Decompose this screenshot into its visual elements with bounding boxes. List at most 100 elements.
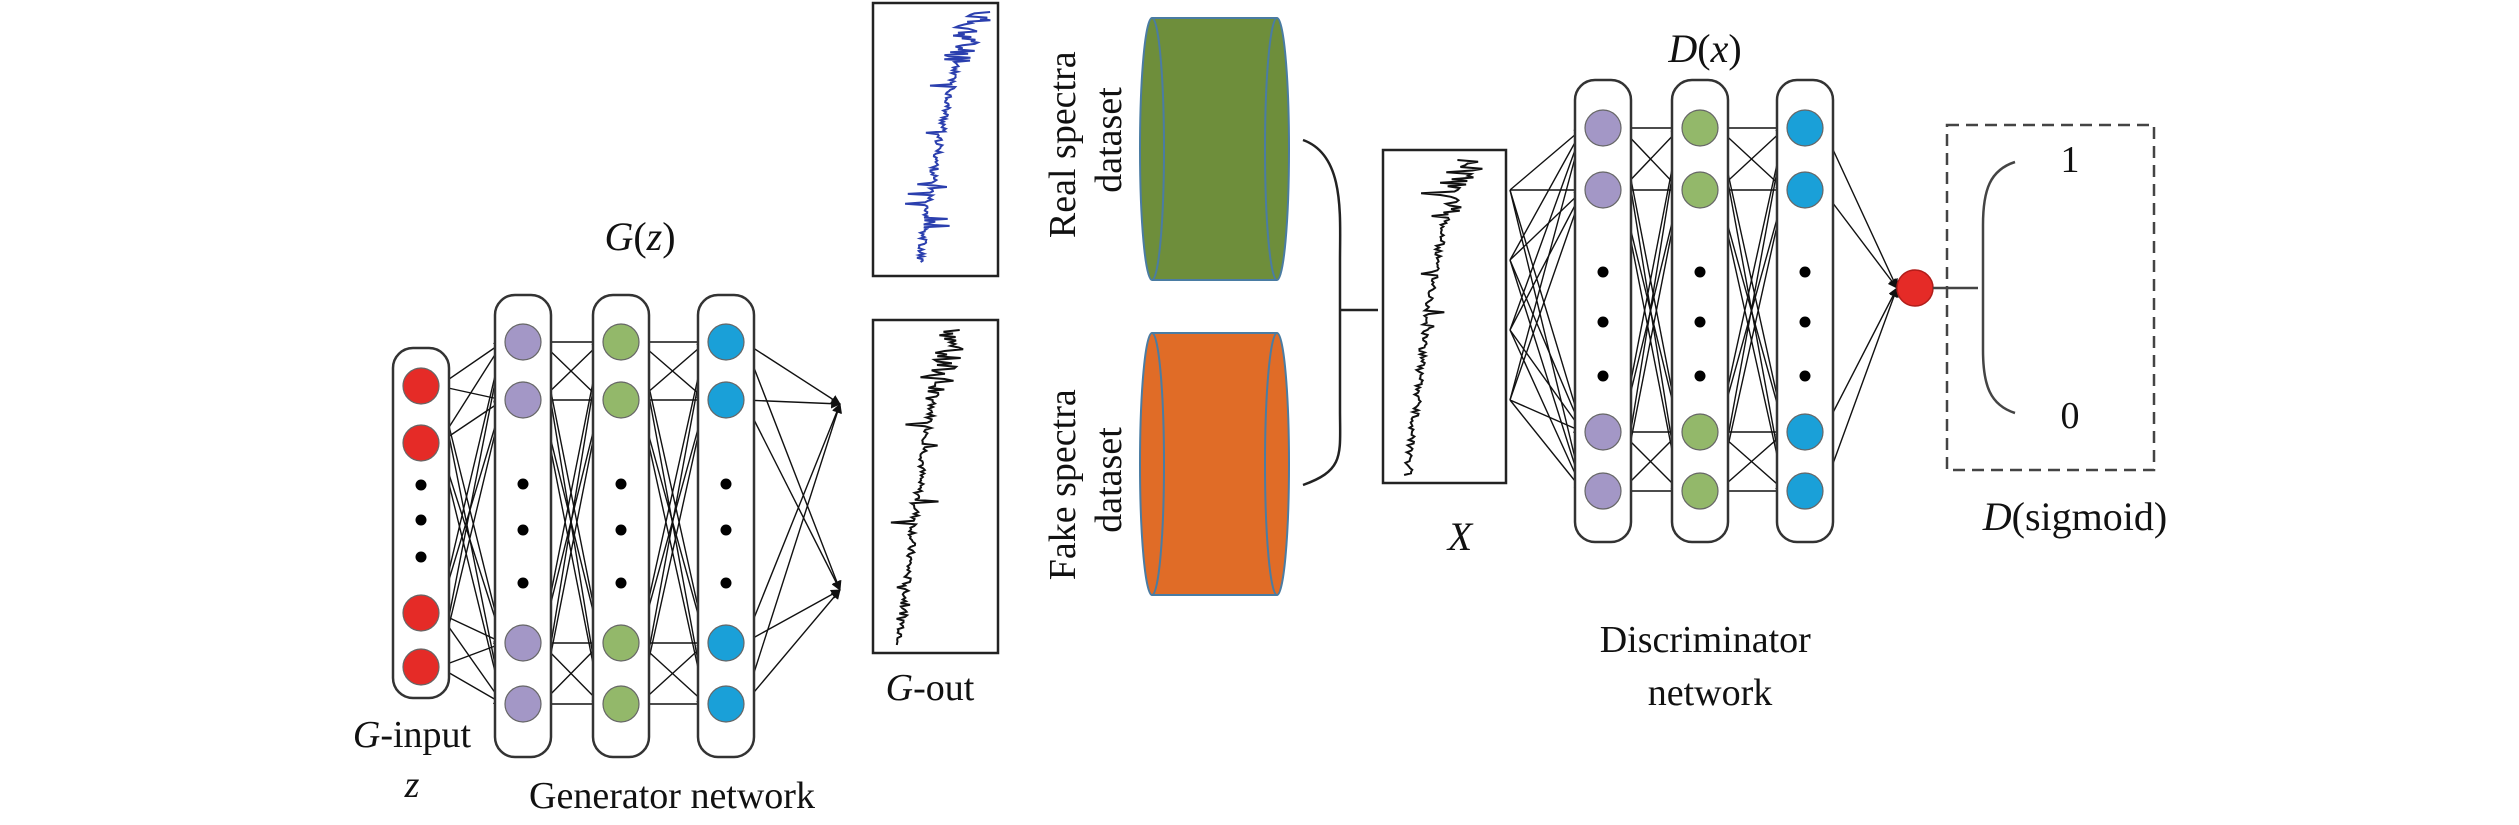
generator-node xyxy=(707,323,745,361)
discriminator-input-frame xyxy=(1381,148,1508,485)
discriminator-node xyxy=(1786,109,1824,147)
ellipsis-dot xyxy=(1597,266,1609,278)
discriminator-edge xyxy=(1509,259,1586,492)
discriminator-edge xyxy=(1509,127,1584,191)
generator-output-label: G-out xyxy=(886,667,975,709)
discriminator-title: D(x) xyxy=(1667,26,1741,71)
ellipsis-dot xyxy=(415,551,427,563)
generator-node xyxy=(602,323,640,361)
ellipsis-dot xyxy=(720,577,732,589)
discriminator-node xyxy=(1681,109,1719,147)
ellipsis-dot xyxy=(1799,370,1811,382)
input-node xyxy=(402,424,440,462)
sigmoid-label: D(sigmoid) xyxy=(1982,494,2167,539)
generator-edge xyxy=(743,341,841,405)
ellipsis-dot xyxy=(720,524,732,536)
discriminator-edge xyxy=(1509,189,1584,331)
generator-node xyxy=(504,323,542,361)
discriminator-edge xyxy=(1509,329,1584,433)
input-x-label: X xyxy=(1446,514,1474,559)
generator-node xyxy=(707,624,745,662)
discriminator-edge xyxy=(1509,189,1586,492)
discriminator-node xyxy=(1584,472,1622,510)
fake-dataset-cylinder xyxy=(1139,332,1290,596)
generator-network-label: Generator network xyxy=(529,775,815,817)
generator-edge xyxy=(743,398,841,409)
sigmoid-output-brace xyxy=(1933,160,2016,415)
ellipsis-dot xyxy=(517,478,529,490)
ellipsis-dot xyxy=(615,524,627,536)
ellipsis-dot xyxy=(1597,370,1609,382)
discriminator-edge xyxy=(1509,399,1584,492)
output-one-label: 1 xyxy=(2061,139,2080,181)
discriminator-node xyxy=(1584,413,1622,451)
discriminator-edge xyxy=(1509,189,1585,401)
sigmoid-output-box xyxy=(1945,123,2156,472)
generator-edge xyxy=(743,399,841,591)
discriminator-edge xyxy=(1509,127,1586,401)
input-node xyxy=(402,648,440,686)
input-node xyxy=(402,367,440,405)
generator-node xyxy=(707,685,745,723)
ellipsis-dot xyxy=(415,479,427,491)
discriminator-edge xyxy=(1509,329,1584,492)
real-dataset-cylinder xyxy=(1139,17,1290,281)
discriminator-output-node xyxy=(1896,269,1934,307)
generator-input-nodes xyxy=(402,367,440,686)
discriminator-edge xyxy=(1822,189,1898,289)
real-dataset-label: Real spectra dataset xyxy=(1042,42,1130,238)
generator-edge xyxy=(743,589,841,644)
generator-edge xyxy=(743,341,842,591)
input-node xyxy=(402,594,440,632)
generator-output-spectrum xyxy=(890,329,964,646)
discriminator-edge xyxy=(1509,259,1585,433)
ellipsis-dot xyxy=(1799,316,1811,328)
generator-hidden-nodes xyxy=(504,323,745,723)
discriminator-node xyxy=(1681,413,1719,451)
fake-dataset-label: Fake spectra dataset xyxy=(1042,380,1130,580)
ellipsis-dot xyxy=(1597,316,1609,328)
ellipsis-dot xyxy=(517,524,529,536)
discriminator-node xyxy=(1584,171,1622,209)
discriminator-node xyxy=(1786,171,1824,209)
generator-node xyxy=(504,624,542,662)
discriminator-hidden-nodes xyxy=(1584,109,1824,510)
discriminator-node xyxy=(1786,472,1824,510)
generator-node xyxy=(602,381,640,419)
discriminator-node xyxy=(1681,171,1719,209)
discriminator-edge xyxy=(1509,127,1585,331)
generator-node xyxy=(504,685,542,723)
discriminator-edge xyxy=(1509,399,1584,433)
generator-edge xyxy=(743,403,842,644)
ellipsis-dot xyxy=(1694,266,1706,278)
dataset-merge-brace xyxy=(1302,138,1378,487)
ellipsis-dot xyxy=(1694,316,1706,328)
generator-input-z: z xyxy=(404,764,420,806)
generator-node xyxy=(602,624,640,662)
discriminator-edge xyxy=(1822,127,1898,289)
generator-edge xyxy=(743,589,841,705)
ellipsis-dot xyxy=(1694,370,1706,382)
discriminator-node xyxy=(1584,109,1622,147)
generator-node xyxy=(504,381,542,419)
generator-title: G(z) xyxy=(604,214,675,259)
discriminator-edge xyxy=(1509,189,1586,433)
output-zero-label: 0 xyxy=(2061,395,2080,437)
generator-edge xyxy=(743,403,842,705)
discriminator-edge xyxy=(1509,189,1584,261)
ellipsis-dot xyxy=(517,577,529,589)
discriminator-network-label: Discriminator network xyxy=(1600,619,1821,714)
generator-input-label: G-input xyxy=(353,714,472,756)
real-spectrum-sample xyxy=(905,11,991,263)
discriminator-node xyxy=(1786,413,1824,451)
real-spectrum-frame xyxy=(871,1,1000,278)
discriminator-edge xyxy=(1509,127,1584,261)
discriminator-node xyxy=(1681,472,1719,510)
ellipsis-dot xyxy=(415,514,427,526)
ellipsis-dot xyxy=(1799,266,1811,278)
generator-node xyxy=(602,685,640,723)
ellipsis-dot xyxy=(720,478,732,490)
generator-node xyxy=(707,381,745,419)
discriminator-input-spectrum xyxy=(1403,159,1483,476)
